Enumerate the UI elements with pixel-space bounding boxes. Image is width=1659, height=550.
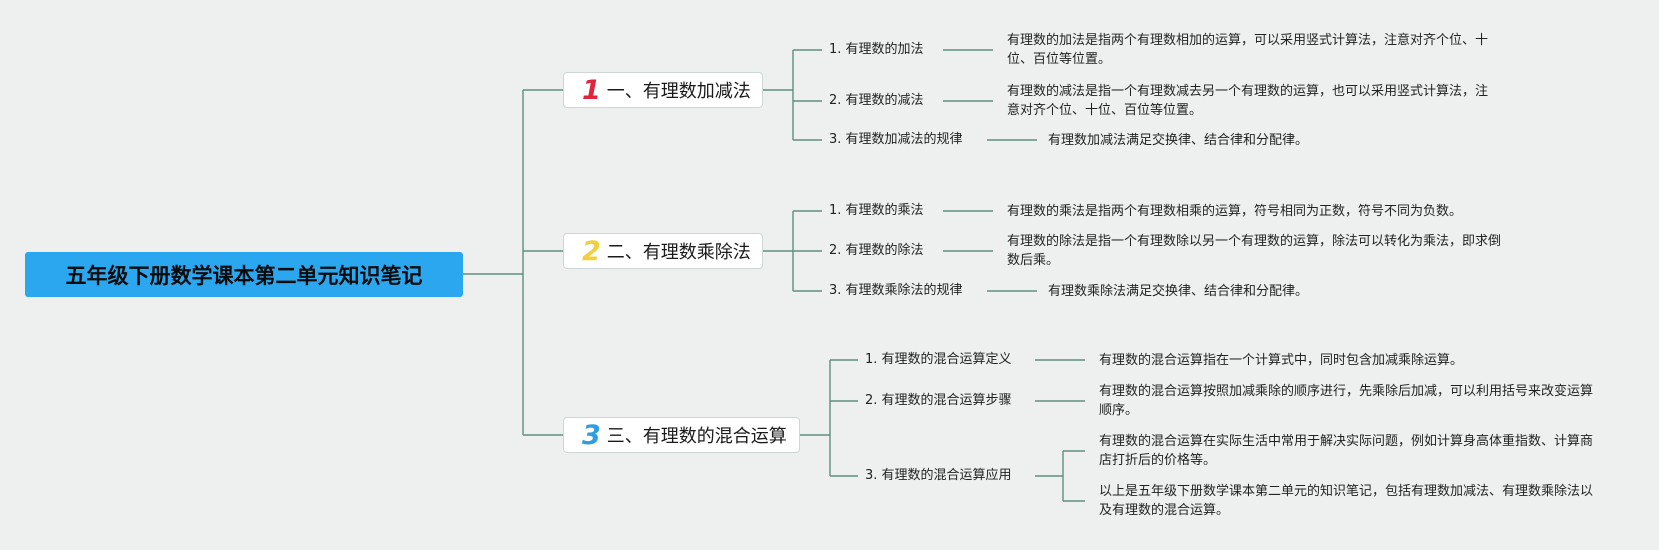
note-3-1: 有理数的混合运算指在一个计算式中，同时包含加减乘除运算。 (1099, 353, 1464, 368)
branch-title-2: 二、有理数乘除法 (606, 242, 751, 263)
number-badge-3: 3 (582, 419, 601, 451)
topic-3-2[interactable]: 2. 有理数的混合运算步骤 (865, 393, 1012, 408)
topic-3-3[interactable]: 3. 有理数的混合运算应用 (865, 468, 1012, 483)
branch-title-1: 一、有理数加减法 (606, 81, 751, 102)
root-node[interactable]: 五年级下册数学课本第二单元知识笔记 (25, 252, 463, 297)
number-badge-1: 1 (582, 74, 601, 106)
topic-2-2[interactable]: 2. 有理数的除法 (829, 243, 924, 258)
branch-node-3[interactable]: 3 三、有理数的混合运算 (563, 417, 800, 453)
topic-1-1[interactable]: 1. 有理数的加法 (829, 42, 924, 57)
branch-title-3: 三、有理数的混合运算 (606, 426, 787, 447)
note-1-2: 有理数的减法是指一个有理数减去另一个有理数的运算，也可以采用竖式计算法，注意对齐… (1007, 84, 1489, 118)
number-badge-2: 2 (582, 235, 601, 267)
topic-2-1[interactable]: 1. 有理数的乘法 (829, 203, 924, 218)
note-2-2: 有理数的除法是指一个有理数除以另一个有理数的运算，除法可以转化为乘法，即求倒数后… (1007, 234, 1502, 268)
note-3-2: 有理数的混合运算按照加减乘除的顺序进行，先乘除后加减，可以利用括号来改变运算顺序… (1099, 384, 1594, 418)
note-1-1: 有理数的加法是指两个有理数相加的运算，可以采用竖式计算法，注意对齐个位、十位、百… (1007, 33, 1489, 67)
topic-1-2[interactable]: 2. 有理数的减法 (829, 93, 924, 108)
note-2-3: 有理数乘除法满足交换律、结合律和分配律。 (1048, 284, 1309, 299)
note-1-3: 有理数加减法满足交换律、结合律和分配律。 (1048, 133, 1309, 148)
note-3-3a: 有理数的混合运算在实际生活中常用于解决实际问题，例如计算身高体重指数、计算商店打… (1099, 434, 1594, 468)
branch-node-1[interactable]: 1 一、有理数加减法 (563, 72, 763, 108)
topic-1-3[interactable]: 3. 有理数加减法的规律 (829, 132, 963, 147)
note-2-1: 有理数的乘法是指两个有理数相乘的运算，符号相同为正数，符号不同为负数。 (1007, 204, 1463, 219)
note-3-3b: 以上是五年级下册数学课本第二单元的知识笔记，包括有理数加减法、有理数乘除法以及有… (1099, 484, 1594, 518)
topic-2-3[interactable]: 3. 有理数乘除法的规律 (829, 283, 963, 298)
topic-3-1[interactable]: 1. 有理数的混合运算定义 (865, 352, 1012, 367)
branch-node-2[interactable]: 2 二、有理数乘除法 (563, 233, 763, 269)
